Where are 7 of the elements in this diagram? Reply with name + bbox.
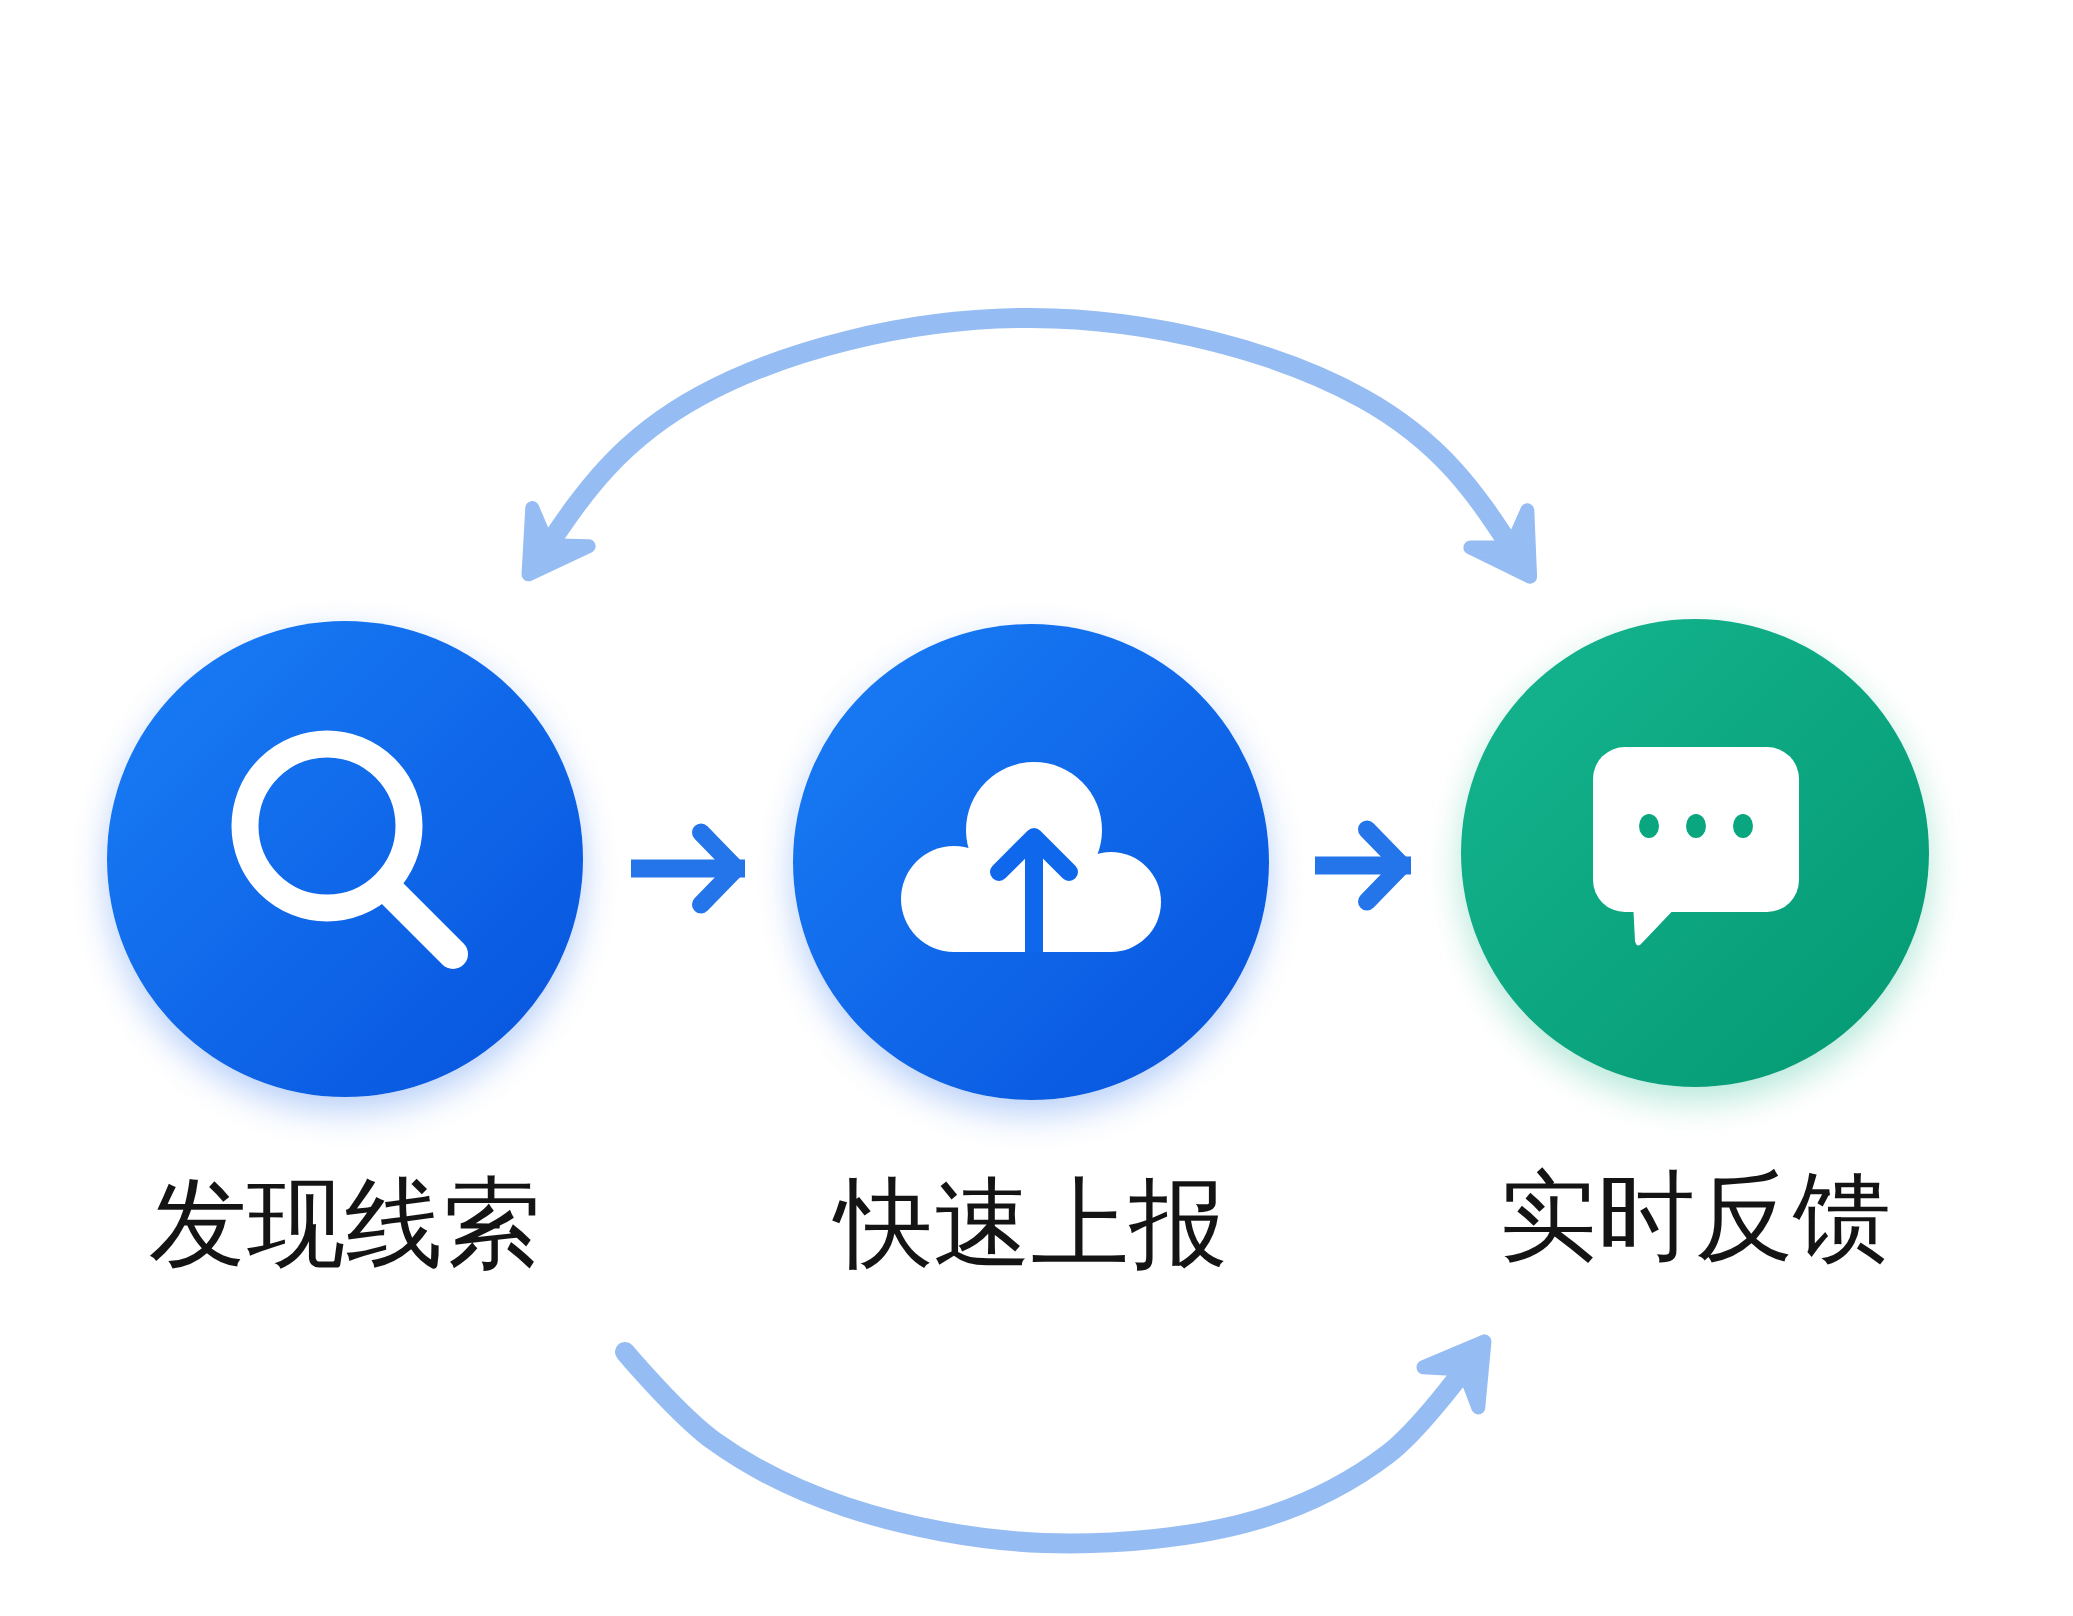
- step-label: 实时反馈: [1498, 1159, 1892, 1273]
- curved-arrow: [615, 1334, 1492, 1554]
- arrow: [631, 823, 745, 914]
- step-label: 发现线索: [148, 1166, 542, 1280]
- arrow: [1315, 820, 1411, 911]
- curved-arrow: [521, 308, 1538, 584]
- step-label: 快速上报: [751, 1166, 1311, 1280]
